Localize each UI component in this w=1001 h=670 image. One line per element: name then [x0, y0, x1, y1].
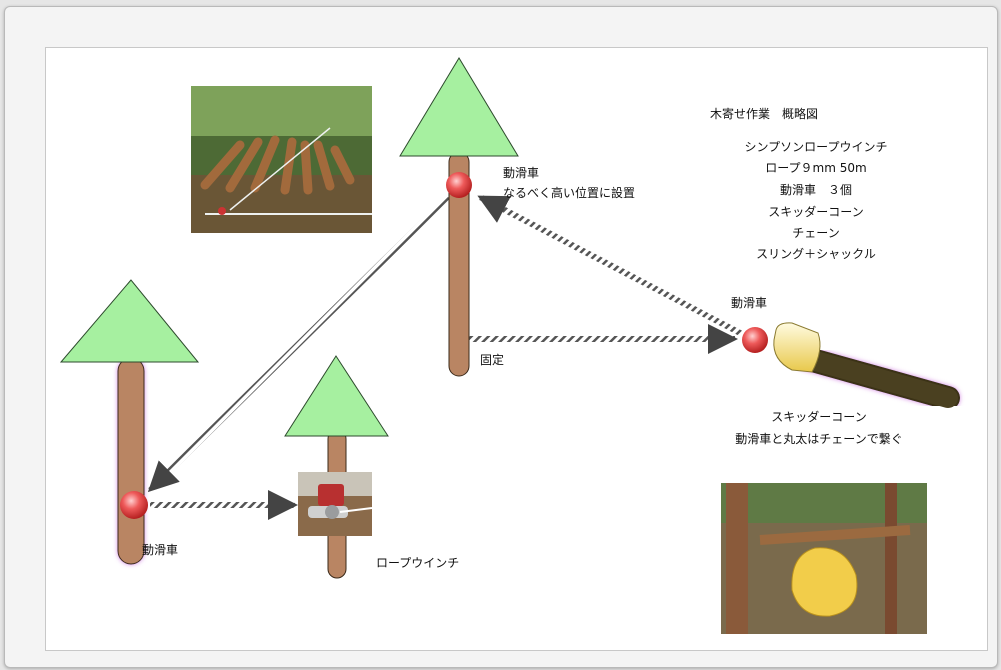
- tree-foliage: [284, 355, 389, 437]
- pulley-top-note: なるべく高い位置に設置: [503, 185, 635, 200]
- winch-photo: [298, 472, 373, 536]
- photo-log-pile: [191, 86, 372, 233]
- winch-label: ロープウインチ: [376, 556, 459, 570]
- equipment-item: ロープ９mm 50m: [765, 161, 866, 175]
- pulley-left-icon: [120, 491, 148, 519]
- photo-skidder-cone: [721, 483, 927, 634]
- equipment-item: シンプソンロープウインチ: [745, 140, 888, 154]
- skidder-cone-label: スキッダーコーン: [771, 409, 866, 424]
- equipment-item: 動滑車 ３個: [780, 183, 852, 197]
- tree-anchor: [399, 57, 519, 377]
- skidder-cone-icon: [773, 322, 821, 373]
- pulley-top-icon: [446, 172, 472, 198]
- equipment-item: チェーン: [792, 226, 839, 240]
- pulley-top-label: 動滑車: [503, 166, 539, 180]
- tree-winch: [284, 355, 389, 579]
- rope-top-to-right: [477, 194, 744, 337]
- tree-left: [117, 357, 145, 565]
- tree-foliage: [399, 57, 519, 157]
- diagram-title: 木寄せ作業 概略図: [710, 106, 818, 121]
- rope-top-to-left: [147, 194, 451, 493]
- pulley-left-label: 動滑車: [142, 543, 178, 557]
- log-assembly: [742, 322, 960, 410]
- fixed-label: 固定: [480, 352, 504, 367]
- pulley-right-label: 動滑車: [731, 296, 767, 310]
- pulley-right-icon: [742, 327, 768, 353]
- equipment-item: スキッダーコーン: [768, 204, 863, 219]
- tree-trunk: [117, 357, 145, 565]
- rope-lines: [147, 194, 744, 520]
- skidder-note-label: 動滑車と丸太はチェーンで繋ぐ: [735, 431, 902, 446]
- equipment-item: スリング＋シャックル: [756, 247, 876, 261]
- tree-foliage: [59, 279, 200, 363]
